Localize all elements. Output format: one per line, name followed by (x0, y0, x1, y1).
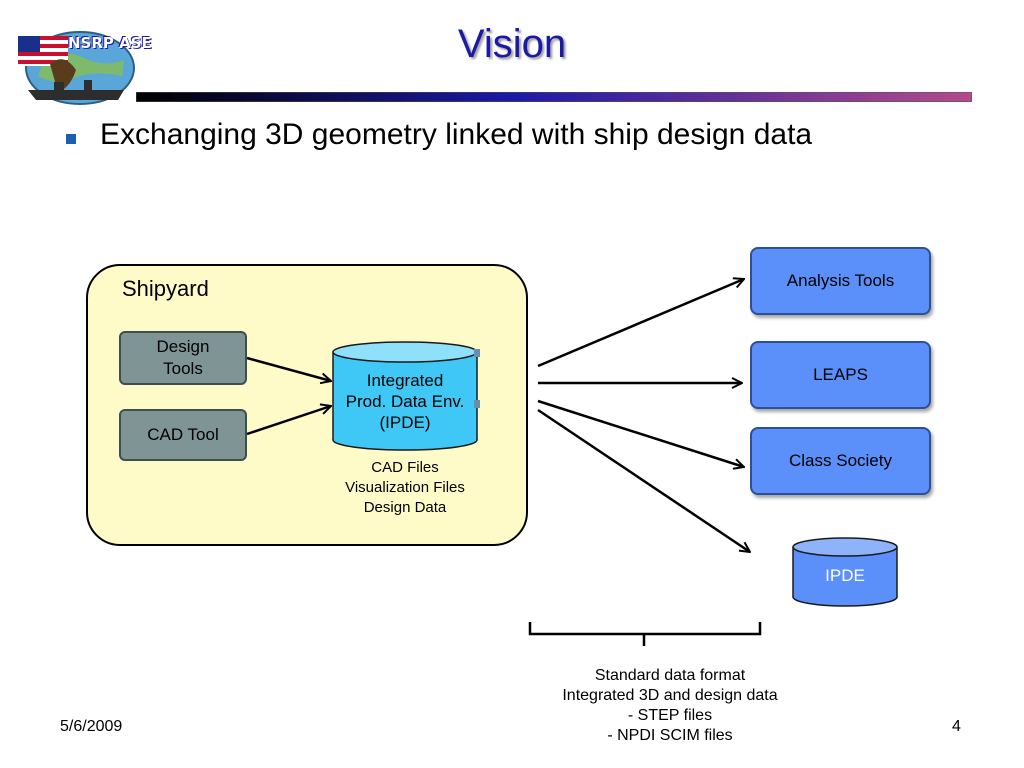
brace-bracket (528, 622, 762, 646)
title-rule (136, 92, 972, 102)
arrow-design-to-ipde (246, 356, 331, 381)
bullet-marker (66, 134, 76, 144)
ipde-target-label: IPDE (825, 566, 865, 585)
arrow-to-class-society (537, 399, 744, 467)
arrow-to-analysis-tools (537, 279, 744, 368)
slide-page-number: 4 (952, 718, 961, 735)
cad-tool-label: CAD Tool (147, 425, 219, 444)
bullet-text: Exchanging 3D geometry linked with ship … (100, 118, 813, 151)
shipyard-label: Shipyard (122, 276, 209, 301)
cad-tool-box: CAD Tool (119, 409, 247, 461)
class-society-label: Class Society (789, 451, 892, 470)
design-tools-box: Design Tools (119, 331, 247, 385)
analysis-tools-label: Analysis Tools (786, 271, 895, 290)
bracket-note: Standard data format Integrated 3D and d… (562, 667, 778, 744)
analysis-tools-box: Analysis Tools (750, 247, 931, 315)
leaps-label: LEAPS (813, 365, 868, 384)
slide-date: 5/6/2009 (60, 718, 123, 735)
ipde-contents-note: CAD Files Visualization Files Design Dat… (345, 459, 465, 516)
arrow-to-ipde (537, 408, 750, 552)
slide-title: Vision (457, 22, 567, 66)
design-tools-label: Design Tools (156, 337, 210, 378)
leaps-box: LEAPS (750, 341, 931, 409)
ipde-cylinder-target (792, 537, 898, 607)
nsrp-ase-logo (18, 31, 135, 105)
ipde-cylinder-shipyard (332, 341, 480, 451)
arrow-cad-to-ipde (246, 406, 331, 436)
logo-text: NSRP ASE (68, 34, 152, 52)
class-society-box: Class Society (750, 427, 931, 495)
ipde-label: Integrated Prod. Data Env. (IPDE) (345, 371, 465, 432)
